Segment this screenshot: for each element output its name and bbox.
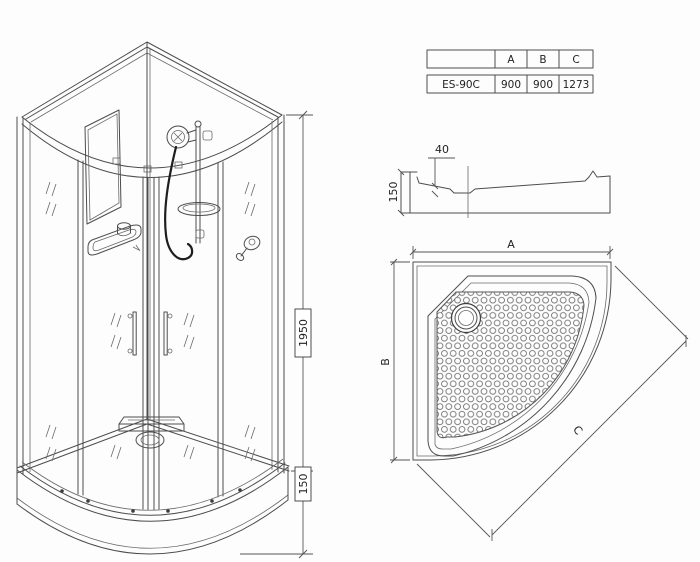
wall-frames: [16, 46, 285, 477]
shower-tray-3d: [16, 416, 289, 555]
plan-drain-icon: [450, 302, 482, 334]
plan-dim-b: B: [379, 258, 410, 464]
dim-tray-height: 150: [297, 474, 310, 495]
glass-reflections: [45, 181, 256, 462]
table-model-cell: ES-90C: [442, 79, 480, 91]
corner-shelf: [87, 222, 142, 256]
table-value-b: 900: [533, 79, 553, 91]
dim-inner-depth: 40: [435, 143, 449, 156]
drain-icon: [135, 431, 165, 449]
table-header-b: B: [539, 54, 546, 66]
table-header-c: C: [572, 54, 579, 66]
dim-a-label: A: [507, 238, 515, 251]
mixer-valve: [235, 235, 261, 261]
cabin-3d-view: 1950 150: [16, 41, 313, 559]
tray-plan-view: A B C: [379, 238, 689, 541]
plan-dim-a: A: [409, 238, 614, 259]
roof-frame: [21, 41, 283, 123]
tray-profile-view: 40 150: [387, 143, 611, 218]
spec-table: A B C ES-90C 900 900 1273: [426, 49, 594, 94]
shower-head-icon: [166, 125, 213, 149]
table-value-c: 1273: [563, 79, 590, 91]
dim-glass-height: 1950: [297, 319, 310, 347]
shower-column: [164, 120, 221, 261]
sliding-doors: [77, 159, 224, 511]
dim-b-label: B: [379, 358, 392, 366]
dim-edge-height: 150: [387, 182, 400, 203]
soap-dish: [177, 202, 221, 216]
table-value-a: 900: [501, 79, 521, 91]
door-handles: [127, 311, 173, 356]
dim-c-label: C: [570, 423, 585, 437]
height-dimensions: 1950 150: [240, 110, 313, 559]
cup: [117, 222, 131, 237]
wall-base-rims: [16, 418, 290, 474]
shower-hose: [164, 145, 194, 261]
mirror: [84, 109, 122, 225]
top-rail: [21, 114, 283, 178]
tray-screws: [60, 488, 242, 513]
table-header-a: A: [507, 54, 515, 66]
